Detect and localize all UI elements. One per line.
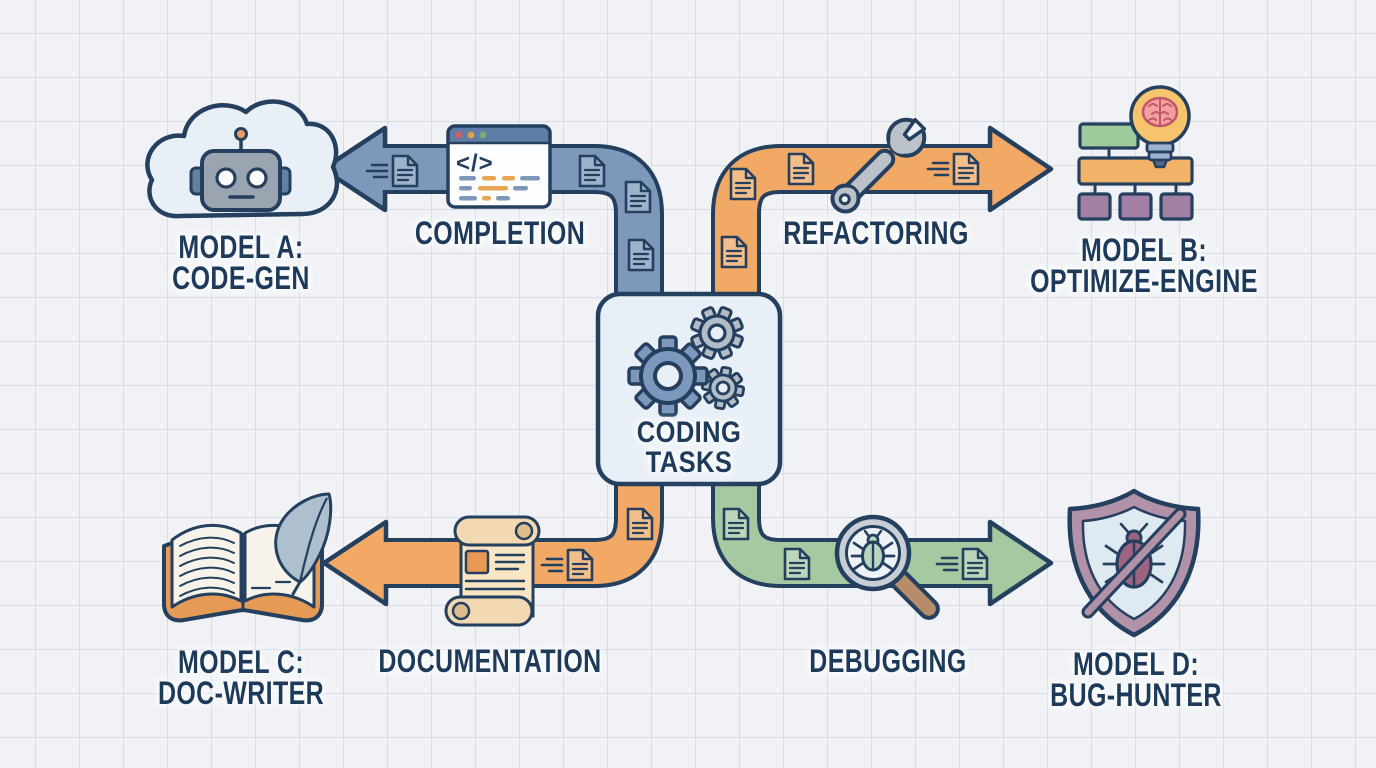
model-c-subname: DOC-WRITER — [157, 675, 325, 711]
model-d-subname: BUG-HUNTER — [1050, 677, 1222, 713]
model-d-label: MODEL D: BUG-HUNTER — [980, 646, 1292, 713]
antenna-dot — [234, 127, 248, 141]
model-a-name: MODEL A: — [178, 229, 304, 265]
quill-feather — [274, 492, 333, 596]
magnifier-bug-icon — [834, 514, 940, 620]
shield-bug-icon — [1067, 488, 1201, 638]
documentation-label: DOCUMENTATION — [378, 643, 602, 679]
window-dot-green — [479, 131, 487, 139]
prohibition-slash — [1081, 507, 1187, 619]
model-b-subname: OPTIMIZE-ENGINE — [1030, 263, 1258, 299]
model-c-name: MODEL C: — [177, 644, 305, 680]
center-node-line1: CODING — [636, 416, 742, 449]
flowchart-lightbulb-icon — [1077, 85, 1194, 221]
scroll-icon — [444, 515, 541, 627]
model-b-name: MODEL B: — [1080, 232, 1208, 268]
cloud-robot-icon — [145, 99, 340, 219]
lightbulb-brain — [1129, 85, 1191, 169]
book-quill-icon — [162, 492, 333, 623]
center-node — [595, 291, 783, 487]
robot-face — [189, 127, 292, 212]
completion-label: COMPLETION — [414, 215, 586, 251]
model-b-label: MODEL B: OPTIMIZE-ENGINE — [988, 232, 1300, 299]
debugging-arrowhead — [987, 519, 1054, 607]
window-dot-red — [455, 131, 463, 139]
gears-icon — [627, 306, 746, 417]
window-dot-orange — [467, 131, 475, 139]
model-a-subname: CODE-GEN — [172, 260, 310, 296]
code-lines — [459, 176, 540, 201]
model-a-label: MODEL A: CODE-GEN — [85, 229, 397, 296]
center-node-label: CODING TASKS — [519, 418, 859, 478]
debugging-label: DEBUGGING — [809, 643, 967, 679]
code-window-icon: </> — [446, 124, 552, 209]
model-d-name: MODEL D: — [1072, 646, 1200, 682]
bug-glyph — [850, 529, 896, 572]
refactoring-label: REFACTORING — [783, 215, 969, 251]
code-symbol: </> — [456, 150, 494, 177]
documentation-arrowhead — [321, 519, 389, 607]
refactoring-arrowhead — [987, 125, 1054, 213]
center-node-line2: TASKS — [645, 446, 733, 479]
wrench-icon — [830, 117, 927, 214]
model-c-label: MODEL C: DOC-WRITER — [85, 644, 397, 711]
